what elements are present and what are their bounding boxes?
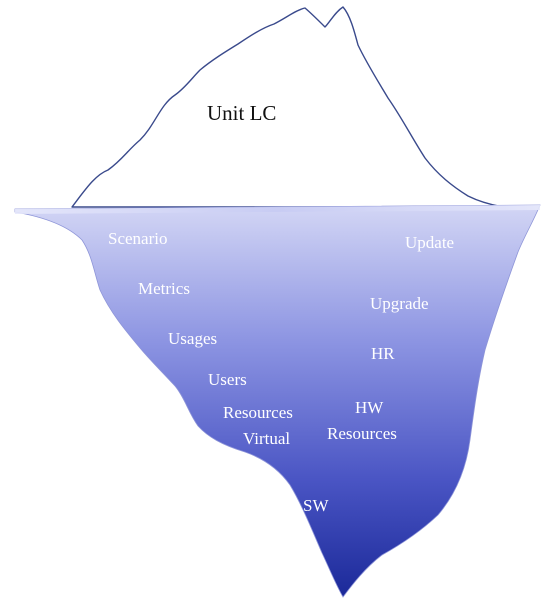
resources-right-label: Resources [327,424,397,443]
unit-lc-label: Unit LC [207,101,276,125]
usages-label: Usages [168,329,217,348]
sw-label: SW [303,496,329,515]
resources-left-label: Resources [223,403,293,422]
iceberg-tip-outline [71,6,504,208]
metrics-label: Metrics [138,279,190,298]
virtual-label: Virtual [243,429,290,448]
iceberg-underwater-body [14,204,541,598]
upgrade-label: Upgrade [370,294,429,313]
users-label: Users [208,370,247,389]
hr-label: HR [371,344,395,363]
hw-label: HW [355,398,384,417]
update-label: Update [405,233,454,252]
scenario-label: Scenario [108,229,167,248]
water-line [15,205,540,214]
